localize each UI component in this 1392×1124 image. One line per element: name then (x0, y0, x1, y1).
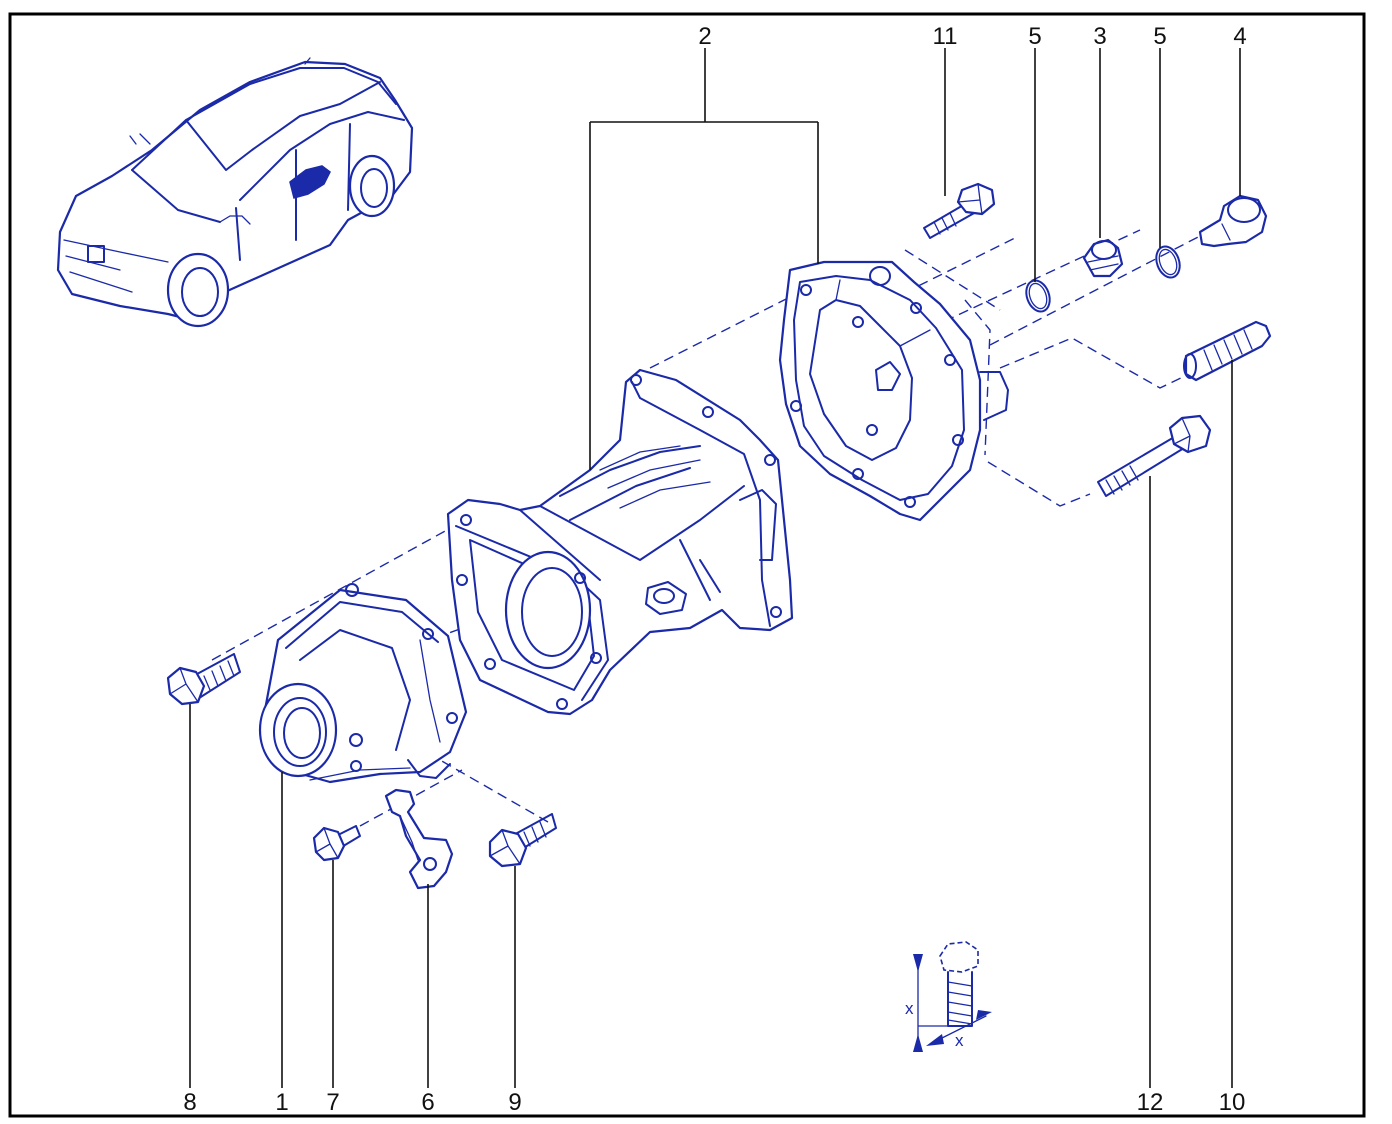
part-7-small-bolt (312, 825, 361, 862)
part-8-flange-bolt (166, 653, 241, 706)
part-3-plug (1082, 238, 1124, 278)
callout-3: 3 (1093, 23, 1106, 50)
part-2-main-housing (446, 368, 794, 716)
part-6-bracket (384, 788, 454, 890)
part-4-drain-plug (1198, 194, 1268, 248)
callout-8: 8 (183, 1089, 196, 1116)
part-9-flange-bolt (488, 813, 557, 868)
rear-cover (778, 260, 1009, 522)
callout-11: 11 (933, 23, 958, 50)
callout-10: 10 (1219, 1089, 1246, 1116)
callout-1: 1 (275, 1089, 288, 1116)
callout-2: 2 (698, 23, 711, 50)
callout-5-right: 5 (1153, 23, 1166, 50)
part-10-stud (1183, 320, 1272, 382)
callout-4: 4 (1233, 23, 1246, 50)
dimension-label-horizontal: x (955, 1031, 964, 1050)
part-5-seal-ring-left (1025, 279, 1051, 313)
location-highlight (289, 165, 331, 199)
part-11-bolt (923, 182, 996, 239)
part-12-long-bolt (1097, 414, 1212, 497)
diagram-frame (8, 12, 1366, 1118)
leader-lines (189, 48, 1241, 1088)
part-5-seal-ring-right (1155, 245, 1181, 279)
bolt-dimension-inset: x x (905, 941, 992, 1052)
callout-6: 6 (421, 1089, 434, 1116)
callout-7: 7 (326, 1089, 339, 1116)
callout-5-left: 5 (1028, 23, 1041, 50)
vehicle-location-thumbnail (56, 57, 414, 328)
callout-12: 12 (1137, 1089, 1164, 1116)
callout-9: 9 (508, 1089, 521, 1116)
part-1-front-cover (258, 583, 468, 784)
dimension-label-vertical: x (905, 999, 914, 1018)
callouts-bottom: 8 1 7 6 9 12 10 (183, 1089, 1245, 1116)
callouts-top: 2 11 5 3 5 4 (698, 23, 1246, 50)
